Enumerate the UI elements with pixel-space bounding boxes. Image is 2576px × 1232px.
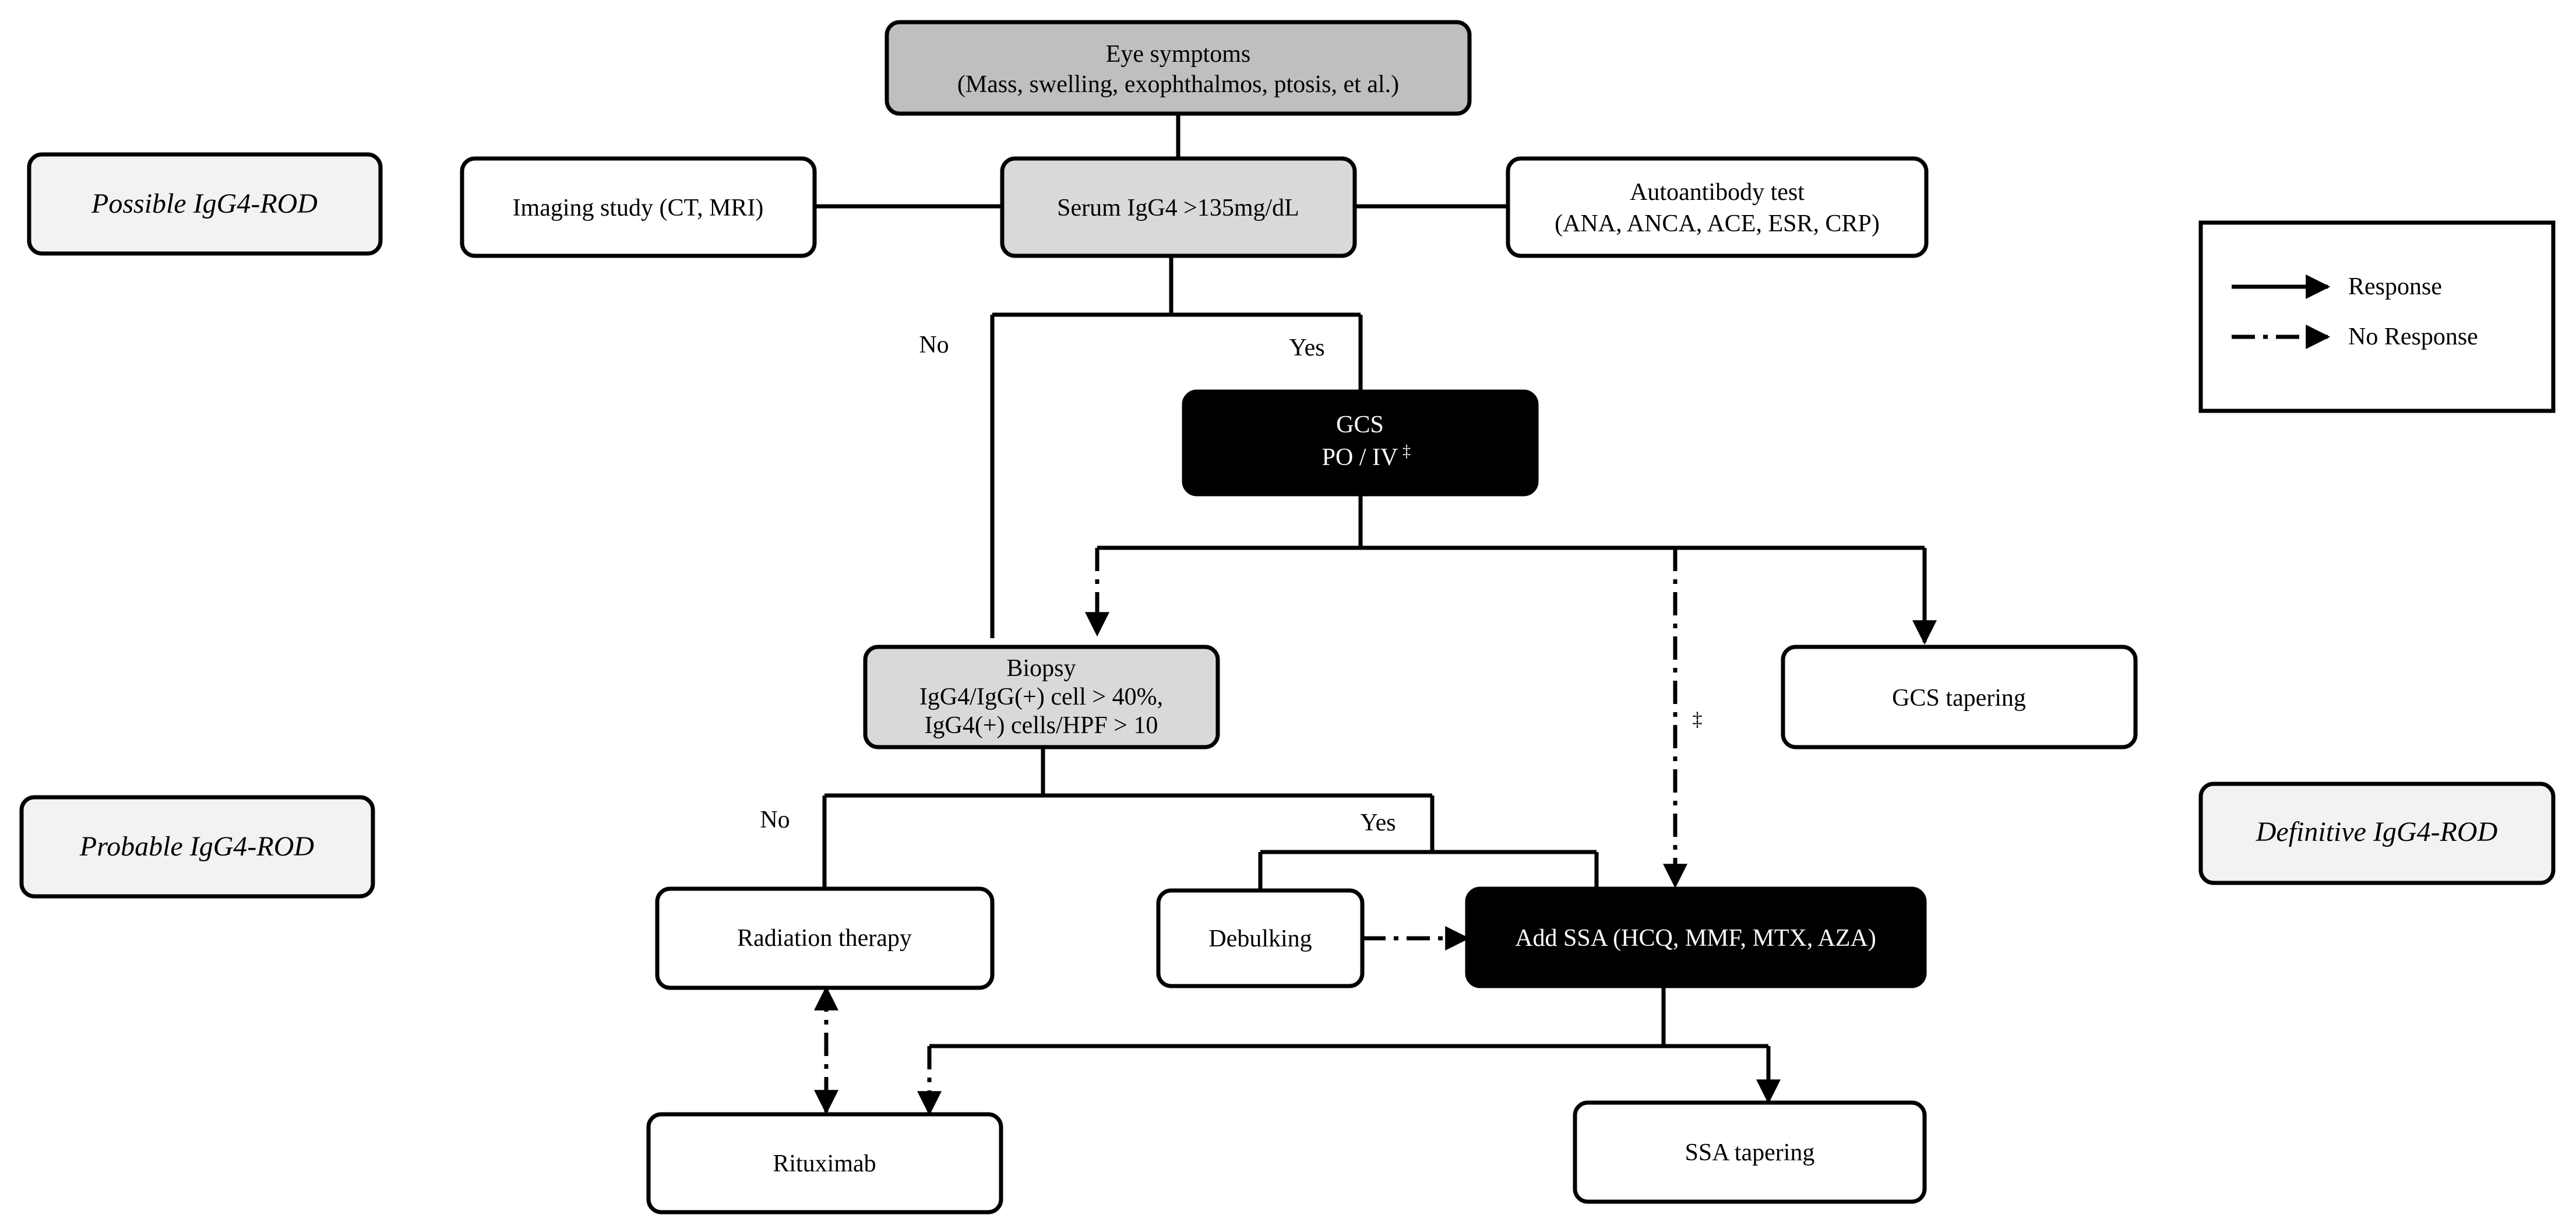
biopsy-criterion-hpf: IgG4(+) cells/HPF > 10 <box>925 712 1158 739</box>
category-possible: Possible IgG4-ROD <box>27 152 383 256</box>
category-definitive-label: Definitive IgG4-ROD <box>2256 816 2498 847</box>
legend-response-label: Response <box>2348 273 2442 300</box>
edge-label-biopsy-yes: Yes <box>1360 809 1396 836</box>
node-eye-symptoms: Eye symptoms (Mass, swelling, exophthalm… <box>884 20 1472 116</box>
legend-no-response-label: No Response <box>2348 323 2478 350</box>
gcs-title: GCS <box>1336 411 1384 438</box>
add-ssa-label: Add SSA (HCQ, MMF, MTX, AZA) <box>1515 925 1876 952</box>
gcs-route: PO / IV <box>1322 444 1398 471</box>
node-add-ssa: Add SSA (HCQ, MMF, MTX, AZA) <box>1465 886 1927 988</box>
node-imaging-study: Imaging study (CT, MRI) <box>460 156 817 258</box>
legend: Response No Response <box>2198 220 2556 413</box>
eye-symptoms-detail: (Mass, swelling, exophthalmos, ptosis, e… <box>957 71 1399 98</box>
biopsy-criterion-ratio: IgG4/IgG(+) cell > 40%, <box>919 684 1163 710</box>
imaging-study-label: Imaging study (CT, MRI) <box>513 195 764 221</box>
edge-label-serum-no: No <box>919 332 949 358</box>
node-gcs: GCS PO / IV ‡ <box>1182 389 1539 497</box>
node-rituximab: Rituximab <box>646 1112 1003 1215</box>
rituximab-label: Rituximab <box>773 1150 876 1177</box>
edge-label-biopsy-no: No <box>760 807 790 833</box>
debulking-label: Debulking <box>1208 925 1312 952</box>
connector-serum-split <box>992 255 1361 317</box>
connector-gcs-split <box>1097 494 1925 550</box>
node-gcs-tapering: GCS tapering <box>1781 645 2138 749</box>
serum-igg4-label: Serum IgG4 >135mg/dL <box>1057 195 1299 221</box>
edge-label-dagger: ‡ <box>1693 709 1703 730</box>
node-ssa-tapering: SSA tapering <box>1573 1100 1927 1204</box>
category-probable: Probable IgG4-ROD <box>19 795 375 899</box>
edge-label-serum-yes: Yes <box>1289 335 1324 361</box>
eye-symptoms-title: Eye symptoms <box>1106 41 1251 68</box>
autoantibody-title: Autoantibody test <box>1630 179 1805 206</box>
gcs-tapering-label: GCS tapering <box>1892 685 2026 712</box>
biopsy-title: Biopsy <box>1006 655 1076 682</box>
connector-ssa-split <box>929 986 1768 1048</box>
autoantibody-detail: (ANA, ANCA, ACE, ESR, CRP) <box>1555 210 1880 237</box>
node-biopsy: Biopsy IgG4/IgG(+) cell > 40%, IgG4(+) c… <box>863 645 1220 749</box>
node-serum-igg4: Serum IgG4 >135mg/dL <box>1000 156 1357 258</box>
node-debulking: Debulking <box>1156 888 1365 988</box>
category-probable-label: Probable IgG4-ROD <box>79 831 314 862</box>
category-definitive: Definitive IgG4-ROD <box>2198 782 2556 885</box>
connector-biopsy-yes <box>1258 795 1599 890</box>
category-possible-label: Possible IgG4-ROD <box>91 188 318 219</box>
connectors <box>814 114 1937 1116</box>
connector-biopsy-split <box>824 749 1432 798</box>
node-autoantibody-test: Autoantibody test (ANA, ANCA, ACE, ESR, … <box>1506 156 1929 258</box>
gcs-dagger-mark: ‡ <box>1402 442 1411 460</box>
radiation-therapy-label: Radiation therapy <box>737 925 912 952</box>
node-radiation-therapy: Radiation therapy <box>655 886 995 990</box>
ssa-tapering-label: SSA tapering <box>1685 1139 1815 1166</box>
